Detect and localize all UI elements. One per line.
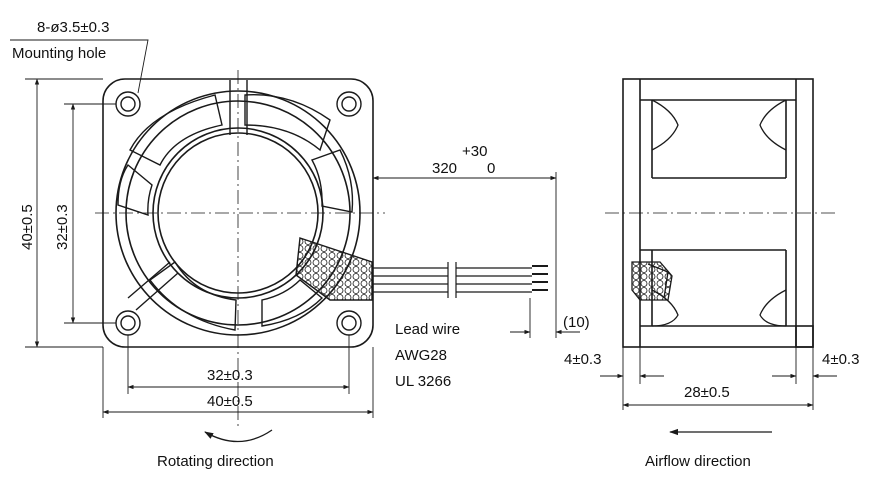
wire-exit-mesh bbox=[295, 237, 373, 301]
lead-tol-plus: +30 bbox=[462, 143, 488, 160]
dim-height-outer: 40±0.5 bbox=[19, 204, 36, 250]
dim-width-pitch: 32±0.3 bbox=[207, 367, 253, 384]
mounting-holes bbox=[115, 91, 362, 336]
lead-awg-label: AWG28 bbox=[395, 347, 447, 364]
airflow-label: Airflow direction bbox=[645, 453, 751, 470]
dim-right-flange: 4±0.3 bbox=[822, 351, 860, 368]
dim-width-outer: 40±0.5 bbox=[207, 393, 253, 410]
front-centerlines bbox=[95, 70, 385, 430]
fan-blades bbox=[117, 94, 354, 331]
rotation-label: Rotating direction bbox=[157, 453, 274, 470]
fan-struts bbox=[127, 80, 248, 311]
dim-left-flange: 4±0.3 bbox=[564, 351, 602, 368]
dim-height-pitch: 32±0.3 bbox=[54, 204, 71, 250]
lead-wires bbox=[372, 262, 548, 298]
side-dimensions bbox=[600, 347, 837, 410]
lead-strip-length: (10) bbox=[563, 314, 590, 331]
lead-ul-label: UL 3266 bbox=[395, 373, 452, 390]
lead-wire-label: Lead wire bbox=[395, 321, 461, 338]
front-dimensions bbox=[10, 39, 374, 418]
side-wire-exit bbox=[631, 261, 673, 301]
lead-length-base: 320 bbox=[432, 160, 458, 177]
lead-tol-minus: 0 bbox=[487, 160, 496, 177]
dim-depth: 28±0.5 bbox=[684, 384, 730, 401]
lead-dimensions bbox=[372, 172, 580, 338]
hole-label: Mounting hole bbox=[12, 45, 107, 62]
rotation-arrow bbox=[204, 429, 273, 443]
hole-spec-label: 8-ø3.5±0.3 bbox=[37, 19, 110, 36]
